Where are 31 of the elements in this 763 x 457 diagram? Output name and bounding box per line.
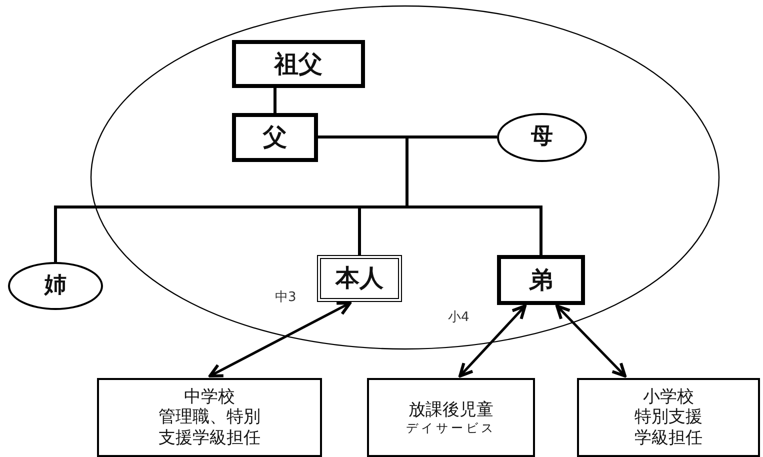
grade-label: 中3 — [275, 290, 296, 306]
person-box — [232, 113, 318, 162]
support-box — [97, 378, 322, 457]
name-text: 弟 — [529, 266, 553, 294]
double-arrow — [208, 302, 352, 378]
name-text: 姉 — [44, 272, 66, 300]
name-text: 父 — [263, 123, 287, 152]
name-text: 小学校 — [643, 386, 694, 408]
family-line — [318, 136, 497, 138]
person-box — [317, 255, 402, 302]
role-text: デイサービス — [406, 420, 496, 435]
name-text: 本人 — [336, 264, 384, 293]
name-text: 母 — [531, 124, 553, 151]
person-oval — [8, 262, 103, 310]
role-text: 管理職、特別支援学級担任 — [158, 407, 262, 448]
name-text: 祖父 — [274, 50, 322, 78]
double-arrow — [556, 304, 626, 378]
person-box — [497, 255, 585, 305]
family-line — [407, 206, 542, 255]
name-text: 中学校 — [184, 386, 235, 408]
family-line — [406, 137, 408, 207]
name-text: 放課後児童 — [408, 400, 494, 420]
support-box — [577, 378, 760, 457]
family-line — [358, 206, 407, 255]
grade-label: 小4 — [448, 310, 470, 326]
support-box — [367, 378, 535, 457]
double-arrow — [458, 304, 526, 378]
person-oval — [497, 113, 587, 162]
person-box — [232, 40, 365, 88]
role-text: 特別支援学級担任 — [634, 407, 704, 448]
family-line — [274, 88, 276, 113]
